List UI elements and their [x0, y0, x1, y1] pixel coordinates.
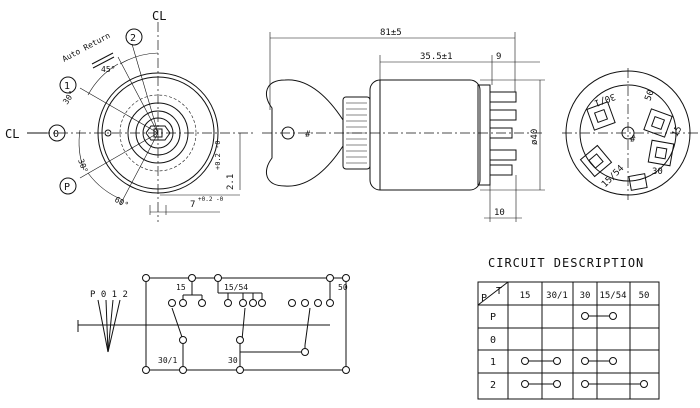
row-header: 2 [490, 380, 496, 391]
corner-p-label: P [481, 293, 487, 304]
column-header: 50 [639, 291, 650, 301]
schematic-label-15: 15 [176, 283, 186, 292]
column-header: 15/54 [599, 291, 626, 301]
dim-diameter-label: ø40 [530, 129, 540, 145]
position-p-label: P [64, 182, 70, 193]
angle-60-label: 60° [113, 195, 130, 210]
schematic-label-30-1: 30/1 [158, 356, 177, 365]
connection-row-p [581, 312, 617, 320]
position-0-label: 0 [53, 129, 59, 140]
angle-30b-label: 30° [76, 158, 89, 175]
corner-t-label: T [496, 286, 502, 297]
rear-terminal-15-54: 15/54 [600, 164, 626, 190]
position-1-marker [59, 76, 77, 94]
position-p-marker [59, 177, 77, 195]
circuit-title: CIRCUIT DESCRIPTION [488, 256, 644, 270]
connection-row-2 [521, 380, 648, 388]
rear-center-mark: # [630, 135, 636, 145]
dim-9-label: 9 [496, 52, 501, 62]
position-2-marker [125, 28, 143, 46]
column-header: 30 [580, 291, 591, 301]
dim-7-label: 7 [190, 200, 195, 210]
rear-view: # 30/1 50 15 15/54 30 [562, 68, 700, 200]
wiring-schematic: P 0 1 2 15 15/54 50 30/1 30 [77, 274, 350, 374]
dim-7-tolerance: +0.2 -0 [198, 196, 224, 203]
position-2-label: 2 [130, 33, 136, 44]
dim-total-label: 81±5 [380, 28, 402, 38]
rear-terminal-50: 50 [644, 89, 657, 103]
key-mark: # [305, 130, 311, 140]
schematic-label-15-54: 15/54 [224, 283, 248, 292]
angle-45-label: 45° [101, 65, 115, 74]
position-1-label: 1 [64, 81, 70, 92]
rear-terminal-30: 30 [652, 167, 663, 177]
dim-2-1-label: 2.1 [226, 174, 236, 190]
dim-10-label: 10 [494, 208, 505, 218]
circuit-description: CIRCUIT DESCRIPTION P T 15 30/1 30 15/54… [477, 256, 660, 400]
auto-return-label: Auto Return [61, 31, 112, 64]
knurl-lines [346, 102, 367, 164]
front-view: CL CL Auto Return 45° 30° 30° 60° [5, 9, 255, 222]
row-header: 0 [490, 335, 496, 346]
dim-2-1-tolerance: +0.2 -0 [214, 140, 222, 170]
rear-terminal-30-1: 30/1 [593, 91, 617, 108]
connection-row-1 [521, 357, 617, 365]
schematic-label-50: 50 [338, 283, 348, 292]
row-header: 1 [490, 357, 496, 368]
schematic-label-30: 30 [228, 356, 238, 365]
cl-top-label: CL [152, 9, 166, 23]
cl-left-label: CL [5, 127, 19, 141]
dim-body-label: 35.5±1 [420, 52, 453, 62]
column-header: 15 [520, 291, 531, 301]
row-header: P [490, 312, 496, 323]
position-0-marker [48, 124, 66, 142]
column-header: 30/1 [546, 291, 568, 301]
side-view: # 81±5 35. [262, 28, 545, 222]
schematic-positions-label: P 0 1 2 [90, 290, 128, 300]
rear-terminal-15: 15 [670, 125, 684, 139]
